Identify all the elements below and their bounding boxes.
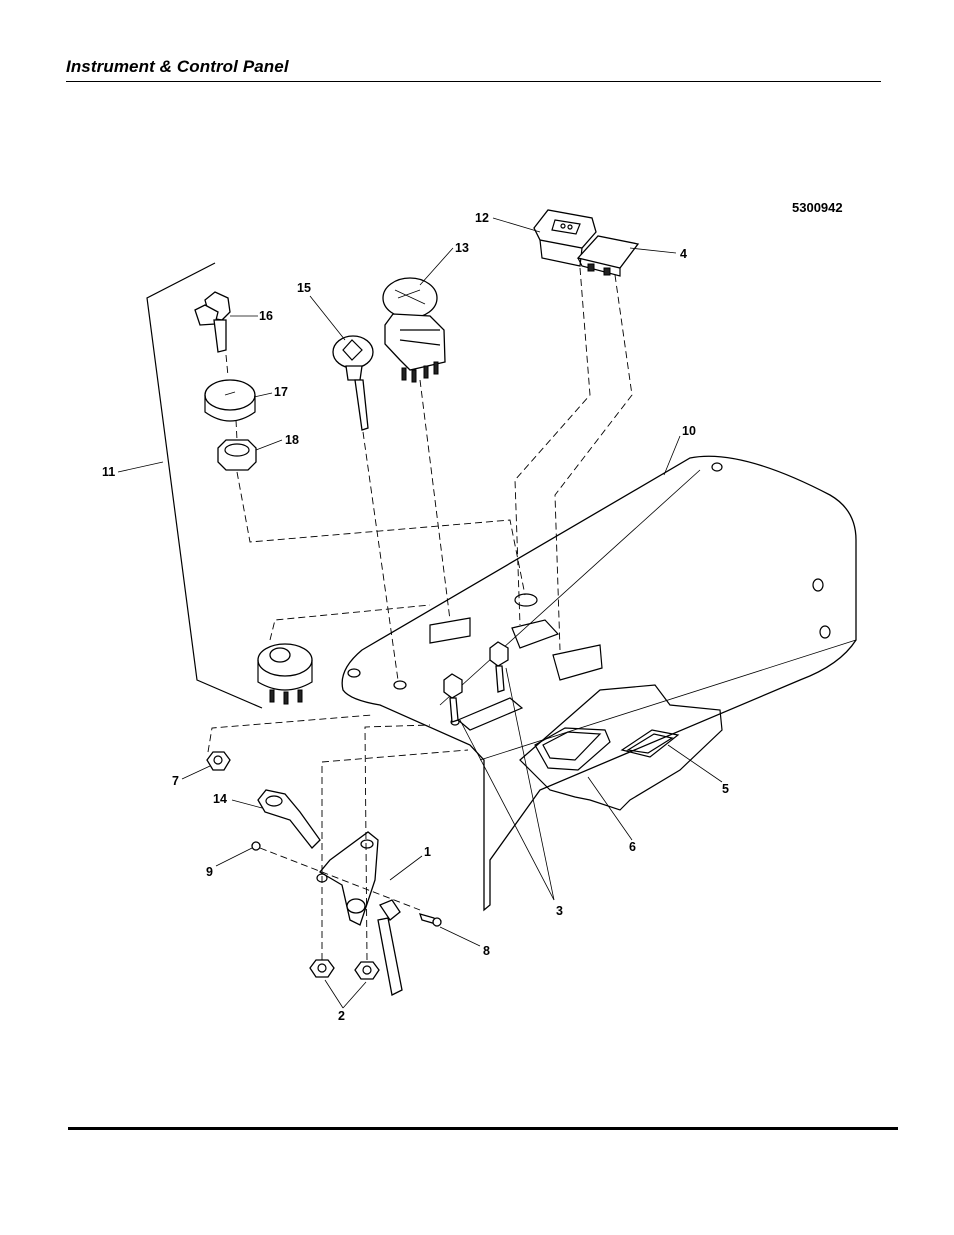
callout-5: 5 [722, 782, 729, 796]
callout-13: 13 [455, 241, 469, 255]
leader-lines [117, 217, 723, 1009]
screw-8 [418, 913, 442, 927]
callout-4: 4 [680, 247, 687, 261]
choke-bracket [316, 831, 403, 996]
control-panel-plate [341, 455, 857, 912]
hex-nuts-2 [309, 959, 380, 980]
header-rule [66, 81, 881, 82]
callout-3: 3 [556, 904, 563, 918]
choke-knob [332, 335, 374, 431]
callout-7: 7 [172, 774, 179, 788]
callout-16: 16 [259, 309, 273, 323]
callout-17: 17 [274, 385, 288, 399]
choke-cam [257, 789, 321, 849]
key-switch-cap [204, 379, 256, 422]
callout-8: 8 [483, 944, 490, 958]
meter-cover [576, 235, 640, 277]
callout-9: 9 [206, 865, 213, 879]
callout-11: 11 [102, 465, 115, 479]
assembly-lines [207, 267, 633, 961]
callout-2: 2 [338, 1009, 345, 1023]
callout-labels: 12 4 13 15 16 17 18 11 10 5 6 3 7 14 9 1… [102, 211, 729, 1023]
washer-9 [251, 841, 261, 851]
group-bracket-11 [146, 262, 263, 709]
ignition-switch [257, 643, 313, 705]
callout-6: 6 [629, 840, 636, 854]
callout-15: 15 [297, 281, 311, 295]
pto-switch [382, 277, 446, 383]
callout-18: 18 [285, 433, 299, 447]
callout-1: 1 [424, 845, 431, 859]
hex-nut-7 [206, 751, 231, 771]
ignition-keys [194, 291, 231, 353]
callout-12: 12 [475, 211, 489, 225]
drawing-number: 5300942 [792, 200, 843, 215]
callout-10: 10 [682, 424, 696, 438]
key-switch-nut [217, 439, 257, 471]
footer-rule [68, 1127, 898, 1130]
page-title: Instrument & Control Panel [66, 57, 289, 76]
panel-bolts [443, 641, 509, 723]
callout-14: 14 [213, 792, 227, 806]
